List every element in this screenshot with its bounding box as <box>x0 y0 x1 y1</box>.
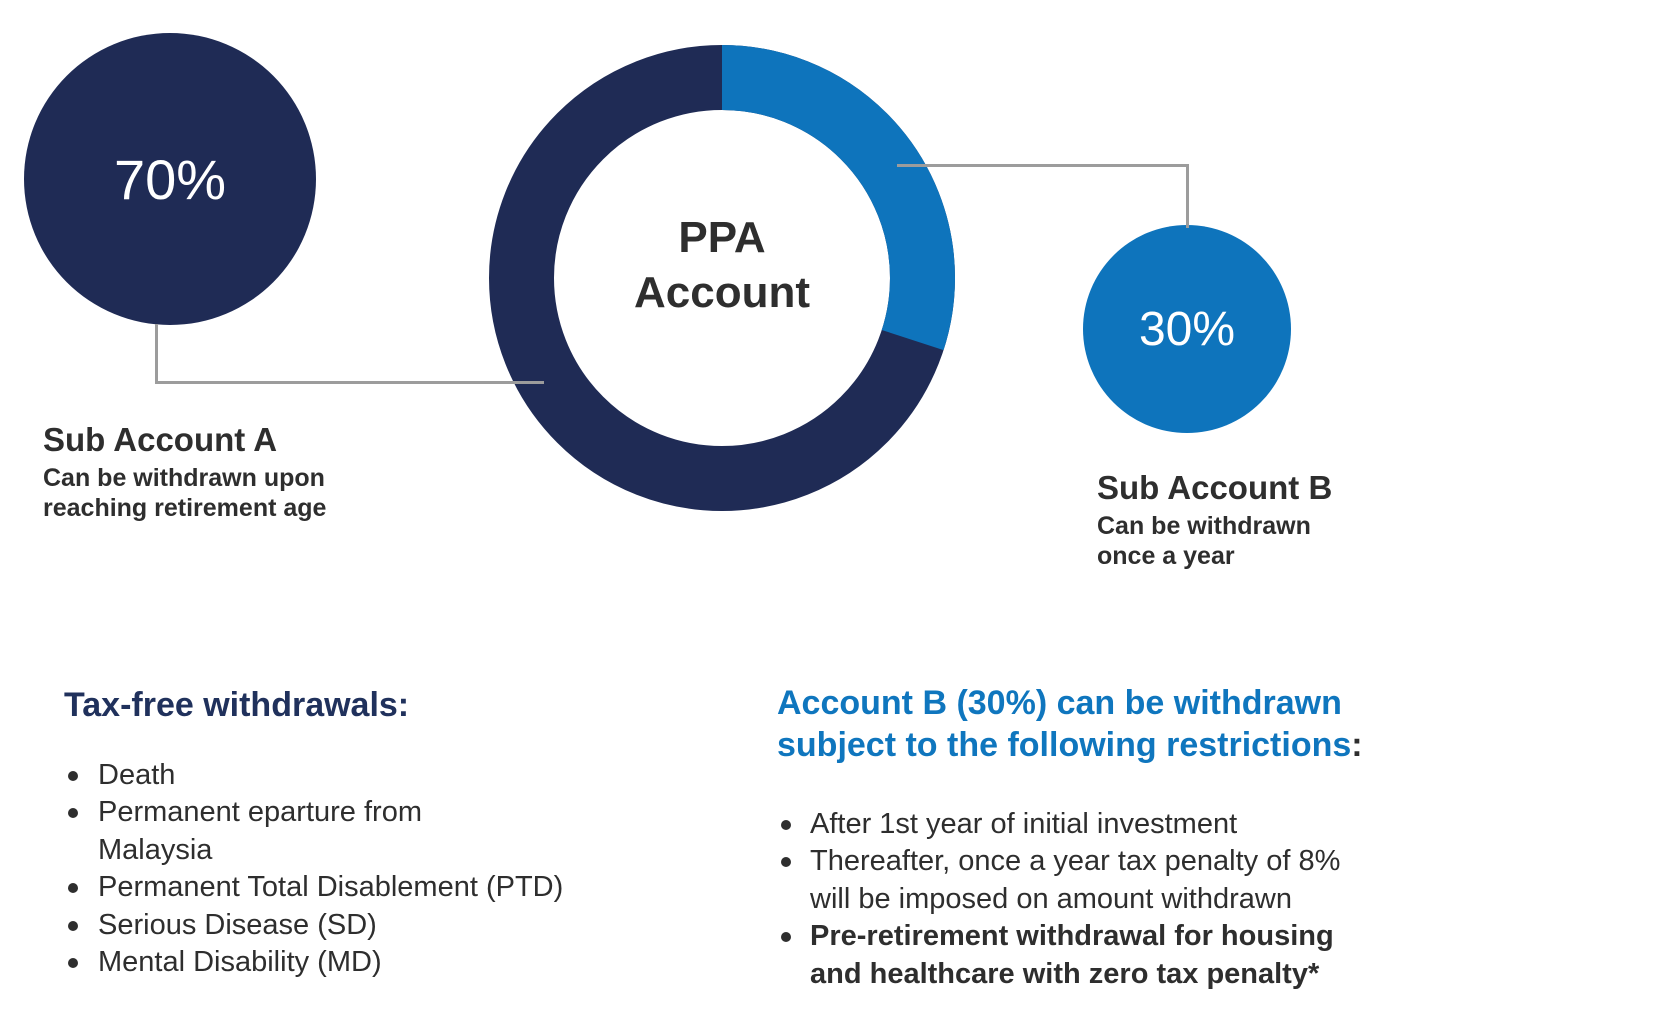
bullet-dot <box>68 883 78 894</box>
bullet-dot <box>781 857 791 868</box>
donut-segment-b <box>489 45 955 511</box>
connector-line-b-horizontal <box>897 164 1189 167</box>
sub-account-a-percentage: 70% <box>113 147 227 211</box>
bullet-dot <box>68 958 78 969</box>
sub-account-b-percentage: 30% <box>1138 302 1236 356</box>
list-item: Serious Disease (SD) <box>68 907 628 944</box>
restrictions-heading-line1: Account B (30%) can be withdrawn <box>777 684 1342 722</box>
sub-account-a-title: Sub Account A <box>43 421 278 458</box>
sub-account-a-circle: 70% <box>24 33 316 325</box>
restrictions-heading-line2: subject to the following restrictions <box>777 726 1352 764</box>
bullet-dot <box>68 771 78 781</box>
donut-label-line2: Account <box>634 268 810 317</box>
restrictions-heading: Account B (30%) can be withdrawn subject… <box>777 682 1363 766</box>
ppa-donut-chart <box>489 45 955 511</box>
bullet-text: Death <box>98 759 176 791</box>
bullet-dot <box>68 808 78 819</box>
list-item: Death <box>68 757 628 794</box>
connector-line-b-vertical <box>1186 164 1189 228</box>
bullet-text: Mental Disability (MD) <box>98 946 382 979</box>
connector-line-a-horizontal <box>155 381 544 384</box>
list-item: Permanent Total Disablement (PTD) <box>68 869 628 906</box>
connector-line-a-vertical <box>155 324 158 384</box>
bullet-text: Serious Disease (SD) <box>98 908 377 941</box>
sub-account-b-title: Sub Account B <box>1097 469 1333 506</box>
bullet-text: Permanent Total Disablement (PTD) <box>98 871 564 904</box>
sub-account-b-circle: 30% <box>1083 225 1291 433</box>
tax-free-heading: Tax-free withdrawals: <box>64 686 410 724</box>
list-item: After 1st year of initial investment <box>781 806 1381 843</box>
bullet-dot <box>781 820 791 830</box>
restrictions-heading-colon: : <box>1351 726 1363 764</box>
bullet-dot <box>68 920 78 931</box>
list-item: Mental Disability (MD) <box>68 944 628 981</box>
donut-label-line1: PPA <box>678 213 766 262</box>
bullet-dot <box>781 932 791 943</box>
list-item: Thereafter, once a year tax penalty of 8… <box>781 843 1381 918</box>
bullet-text: Thereafter, once a year tax penalty of 8… <box>810 845 1341 915</box>
donut-center-label: PPA Account <box>522 210 922 320</box>
bullet-text: After 1st year of initial investment <box>810 808 1238 840</box>
